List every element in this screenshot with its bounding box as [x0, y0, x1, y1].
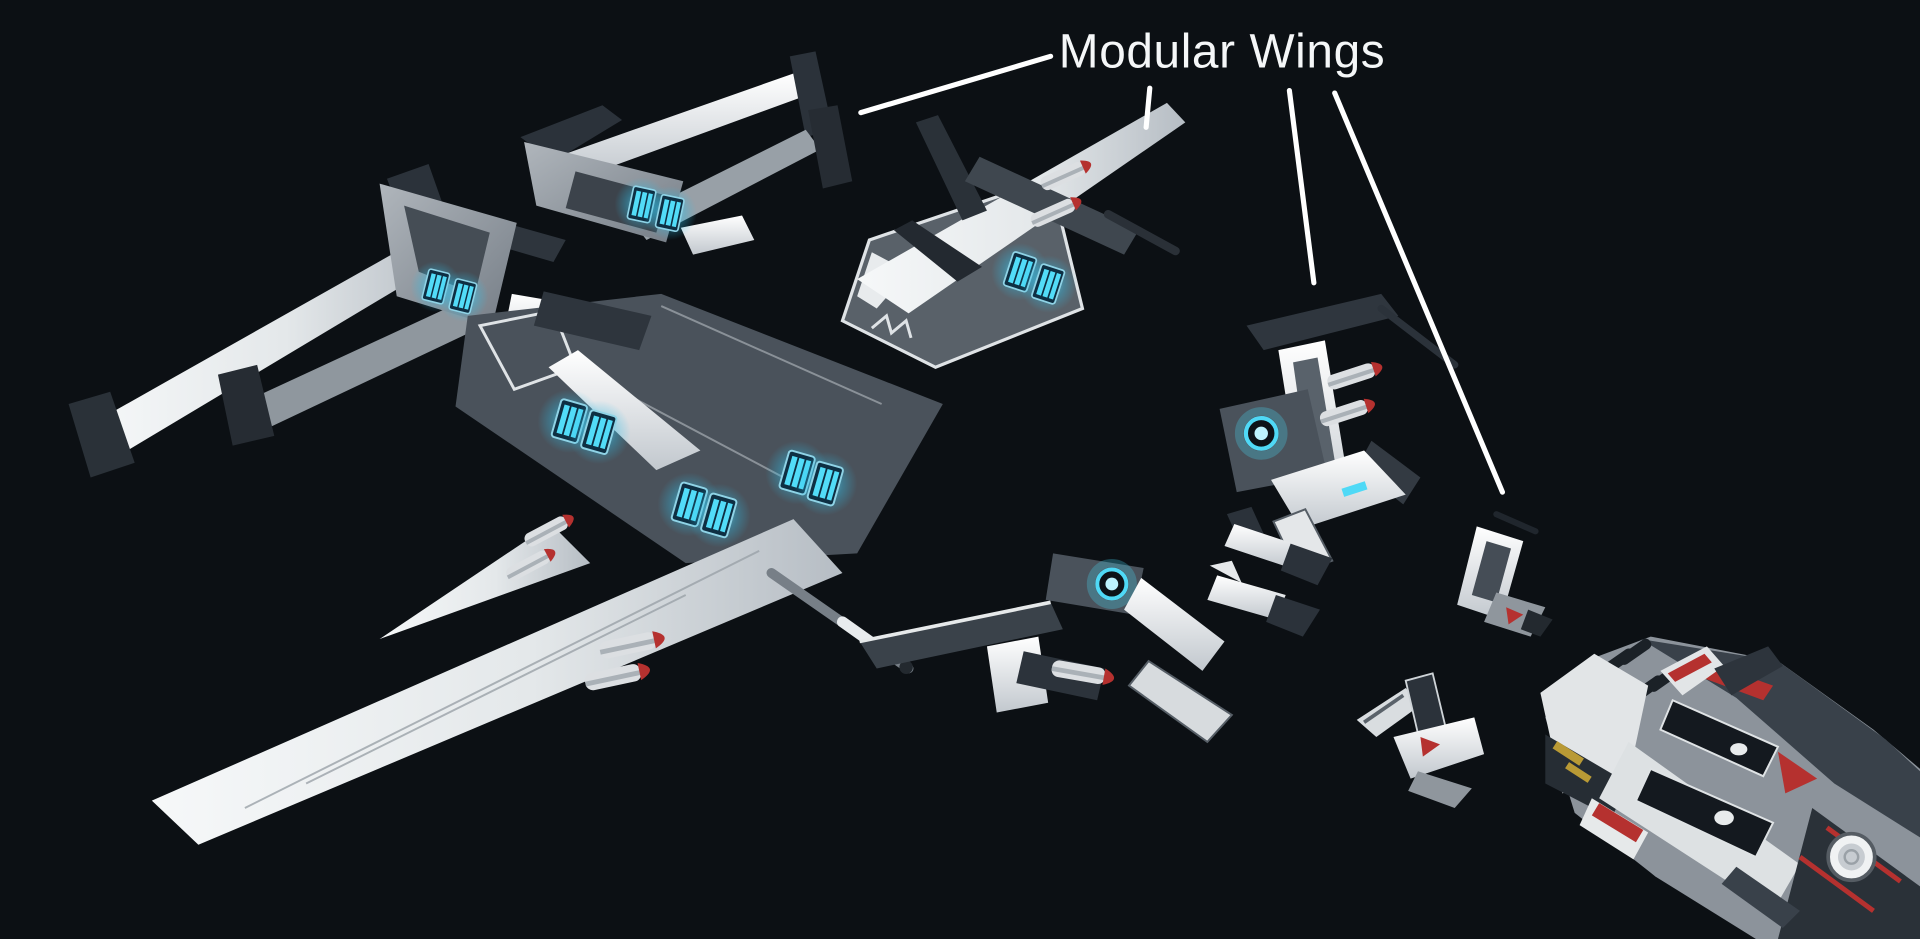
wing-module-small-center-bottom [859, 553, 1234, 744]
gun-barrel-2 [1618, 638, 1652, 665]
wing-module-compact-mid-right [1219, 293, 1459, 575]
dark-top-fin [533, 291, 652, 351]
white-long-wing [83, 235, 451, 458]
white-beam [1224, 523, 1301, 569]
canopy-2 [1634, 767, 1775, 859]
wingtip-fin-2 [217, 364, 275, 446]
wing-leading-edge [859, 600, 1051, 644]
dark-side-wing [1356, 440, 1421, 505]
base-plate [1393, 717, 1485, 779]
dark-nose [1520, 609, 1553, 637]
small-fin [1209, 560, 1242, 583]
canopy-dot-2 [1714, 810, 1734, 826]
leader-line-4 [1332, 90, 1506, 495]
wing-module-heavy-blade-left [151, 291, 943, 845]
antenna [1493, 511, 1539, 535]
canopy-dot-1 [1730, 743, 1748, 756]
winglet-module-single [1457, 511, 1553, 637]
red-accent-mid [1777, 751, 1818, 794]
red-triangle-marking [1506, 607, 1524, 625]
white-beam-wing [557, 73, 814, 179]
wingtip-fin-2 [808, 105, 853, 189]
red-triangle-marking [1420, 736, 1440, 757]
winglet-module-check [1356, 672, 1485, 809]
leader-line-2 [1143, 85, 1153, 130]
truss-marking [870, 313, 913, 339]
dark-fin [915, 115, 987, 221]
fin-red-stripe [1667, 653, 1712, 682]
left-spike [1356, 688, 1421, 737]
wing-inset [1471, 541, 1512, 603]
annotation-group: Modular Wings [858, 25, 1506, 495]
lower-spike [1408, 771, 1472, 809]
hazard-stripe-1 [1552, 741, 1584, 766]
white-dagger-fin [548, 350, 701, 471]
cyan-strip [1341, 481, 1368, 497]
modular-wings-label: Modular Wings [1059, 25, 1385, 78]
wing-module-delta-center-top [840, 102, 1186, 370]
side-panel [680, 215, 755, 255]
blade-seams [244, 550, 760, 809]
dark-top-wing [1246, 293, 1399, 351]
leader-line-1 [858, 53, 1054, 116]
dagger-wing [379, 523, 591, 640]
dark-sail-2 [1266, 594, 1320, 637]
upper-ridge [1640, 639, 1920, 838]
leader-line-3 [1286, 88, 1317, 286]
left-wing-bar [859, 602, 1063, 669]
white-beam-2 [1207, 575, 1286, 620]
barrel [1103, 209, 1180, 256]
dark-sail [1280, 543, 1333, 586]
barrel-tip [899, 660, 913, 674]
wingtip-fin [68, 391, 135, 478]
dome-hub [1843, 849, 1860, 865]
gray-wing [240, 296, 495, 431]
canopy-1 [1659, 698, 1780, 778]
dome-inner [1837, 843, 1865, 871]
right-wing-lower [1127, 659, 1234, 744]
dark-fin [1714, 646, 1783, 696]
assembled-ship-hull [1540, 636, 1920, 939]
right-wing-upper [1124, 577, 1225, 671]
spike-stripe [1363, 693, 1405, 724]
dark-fin-2 [893, 220, 983, 282]
hazard-stripe-2 [1565, 762, 1592, 783]
tail-side-panel [1721, 866, 1800, 928]
wing-module-tri-frame-top [477, 51, 853, 262]
panel-red-stripe [1591, 803, 1644, 843]
winglet-module-pair [1207, 506, 1333, 637]
